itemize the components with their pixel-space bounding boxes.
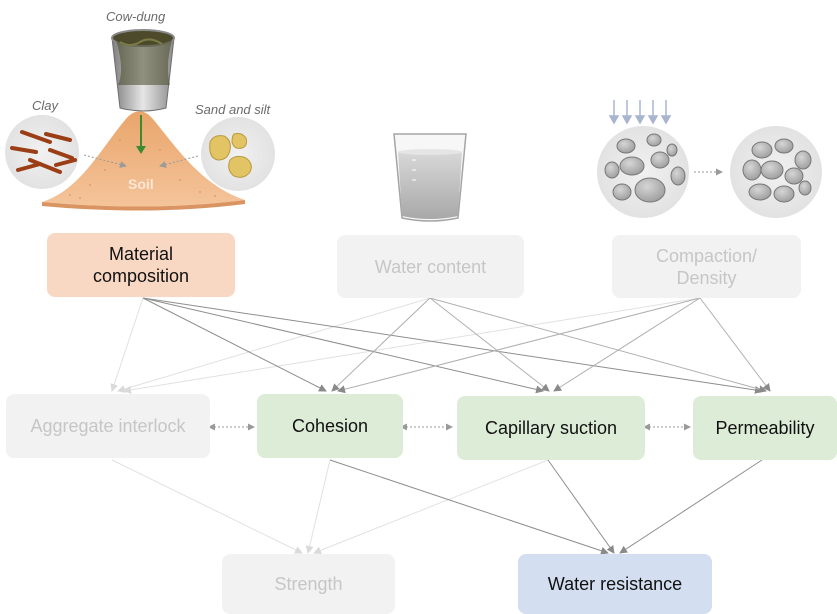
- water-resistance-label: Water resistance: [547, 574, 683, 594]
- edge-compaction-to-cohesion: [337, 297, 701, 394]
- edge-water-to-cohesion: [331, 297, 431, 392]
- soil-label: Soil: [128, 176, 154, 192]
- edge-permeability-to-water-resistance: [619, 459, 763, 554]
- edge-compaction-to-capillary: [553, 297, 701, 392]
- clay-circle: [5, 115, 79, 189]
- clay-label: Clay: [32, 98, 59, 113]
- material-composition-label: Material composition: [92, 244, 190, 286]
- aggregate-interlock-box: Aggregate interlock: [6, 394, 210, 458]
- light-connections: [110, 297, 701, 555]
- sand-silt-label: Sand and silt: [195, 102, 271, 117]
- edge-water-to-permeability: [429, 297, 767, 393]
- permeability-box: Permeability: [693, 396, 837, 460]
- compaction-density-box: Compaction/ Density: [612, 235, 801, 298]
- edge-water-to-aggregate: [117, 297, 431, 393]
- cow-dung-cup-icon: [111, 29, 175, 112]
- aggregate-interlock-label: Aggregate interlock: [30, 416, 186, 436]
- compaction-illustration: [597, 100, 822, 218]
- sand-grains-icon: [209, 133, 252, 178]
- clay-to-soil-arrow: [83, 154, 127, 168]
- capillary-suction-box: Capillary suction: [457, 396, 645, 460]
- cohesion-box: Cohesion: [257, 394, 403, 458]
- water-resistance-box: Water resistance: [518, 554, 712, 614]
- active-connections: [142, 297, 771, 555]
- edge-material-to-cohesion: [142, 297, 327, 392]
- edge-capillary-to-water-resistance: [547, 459, 615, 554]
- edge-compaction-to-aggregate: [123, 297, 701, 394]
- water-glass-icon: [393, 133, 467, 222]
- edge-material-to-capillary: [142, 297, 544, 394]
- edge-water-to-capillary: [429, 297, 550, 392]
- material-composition-box: Material composition: [47, 233, 235, 297]
- clay-icon: [10, 130, 77, 174]
- compaction-density-label: Compaction/ Density: [655, 245, 758, 288]
- edge-material-to-aggregate: [110, 297, 144, 392]
- soil-pile: [42, 111, 245, 207]
- edge-capillary-to-strength: [313, 459, 549, 555]
- dense-pebbles-icon: [742, 138, 812, 203]
- edge-cohesion-to-water-resistance: [329, 459, 609, 555]
- strength-box: Strength: [222, 554, 395, 614]
- edge-cohesion-to-strength: [305, 459, 331, 554]
- water-content-label: Water content: [374, 256, 487, 277]
- edge-compaction-to-permeability: [699, 297, 771, 392]
- soil-illustration: [5, 29, 275, 211]
- loose-pebbles-icon: [604, 133, 686, 203]
- sand-to-soil-arrow: [159, 155, 199, 168]
- pressure-arrows-icon: [608, 100, 672, 125]
- cow-dung-arrow-head: [136, 146, 146, 154]
- edge-aggregate-to-strength: [111, 459, 303, 554]
- cohesion-label: Cohesion: [291, 416, 369, 436]
- capillary-suction-label: Capillary suction: [484, 418, 618, 438]
- strength-label: Strength: [274, 574, 343, 594]
- soil-shadow: [42, 200, 245, 211]
- edge-material-to-permeability: [142, 297, 763, 394]
- water-content-box: Water content: [337, 235, 524, 298]
- permeability-label: Permeability: [715, 418, 815, 438]
- cow-dung-label: Cow-dung: [106, 9, 166, 24]
